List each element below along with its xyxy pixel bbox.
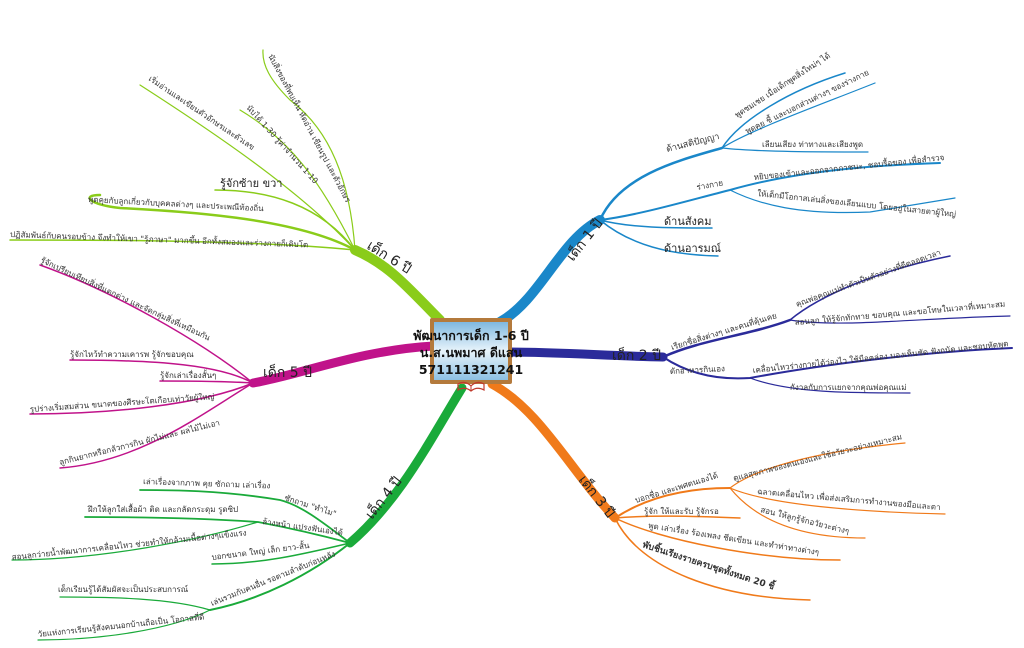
branch-line [39, 264, 254, 384]
main-branch-line [500, 347, 668, 362]
branch-line [84, 516, 351, 544]
branch-line [789, 255, 951, 321]
branch-line [749, 377, 911, 394]
age-3-label: เด็ก 3 ปี [575, 471, 619, 521]
branch-age-2 [500, 255, 1013, 394]
branch-line [37, 609, 211, 641]
leaf: หยิบของเข้าและออกจากภาชนะ, ชอบรื้อของ เพ… [753, 151, 945, 182]
node-body: ร่างกาย [696, 178, 724, 192]
node-emotion: ด้านอารมณ์ [664, 242, 721, 255]
leaf: เริ่มอ่านและเขียนตัวอักษรและตัวเลข [147, 73, 257, 152]
branch-line [614, 517, 841, 561]
main-branch-line [487, 379, 620, 523]
leaf: เลียนเสียง ท่าทางและเสียงพูด [762, 140, 863, 150]
leaf: ฉลาดเคลื่อนไหว เพื่อส่งเสริมการทำงานของม… [757, 485, 941, 512]
node-size: บอกขนาด ใหญ่ เล็ก ยาว-สั้น [211, 539, 311, 562]
branch-line [139, 84, 356, 251]
branch-line [614, 515, 741, 519]
leaf: สอนลูก ให้รู้จักทักทาย ขอบคุณ และขอโทษใน… [794, 298, 1005, 328]
branch-age-4 [11, 383, 467, 641]
leaf: คุณพ่อคุณแม่ทำตัวเป็นตัวอย่างที่ดีตลอดเว… [794, 246, 942, 309]
branch-line [721, 147, 869, 153]
branch-line [599, 219, 719, 257]
leaf: รู้จักไหว้ทำความเคารพ รู้จักขอบคุณ [70, 350, 194, 360]
branch-line [159, 380, 254, 384]
branch-line [29, 382, 254, 415]
branch-line [9, 239, 356, 251]
branch-line [721, 72, 846, 149]
branch-line [59, 596, 211, 611]
board-surface [434, 322, 508, 380]
node-gender: บอกชื่อ และเพศตนเองได้ [633, 469, 719, 505]
branch-line [729, 487, 946, 515]
node-social: ด้านสังคม [664, 215, 712, 228]
branch-line [614, 487, 731, 519]
leaf: ปฏิสัมพันธ์กับคนรอบข้าง จึงทำให้เขา "รู้… [10, 228, 309, 250]
branch-line [211, 542, 351, 565]
leaf: รู้จัก ให้และรับ รู้จักรอ [644, 507, 719, 517]
leaf: รู้จักเปรียบเทียบสิ่งที่แตกต่าง และจัดกล… [39, 254, 213, 344]
leaf: รู้จักซ้าย ขวา [220, 177, 282, 190]
leaf: กังวลกับการแยกจากคุณพ่อคุณแม่ [790, 383, 906, 392]
leaf: ดูแลสุขภาพของตนเองและใช้อวัยวะอย่างเหมาะ… [732, 432, 903, 484]
branch-line [729, 189, 956, 214]
branch-line [661, 318, 792, 359]
branch-line [662, 347, 1013, 380]
branch-line [59, 382, 254, 469]
branch-line [209, 542, 351, 611]
branch-age-5 [29, 264, 439, 469]
branch-line [599, 162, 941, 221]
node-wash: ล้างหน้า แปรงฟันเองได้ [262, 517, 344, 537]
branch-line [214, 189, 356, 251]
branch-age-1 [495, 72, 956, 327]
branch-line [614, 517, 811, 601]
center-author: น.ส.นพมาศ ดีแสน [420, 345, 523, 360]
center-title: พัฒนาการเด็ก 1-6 ปี [413, 328, 529, 343]
book-icon [457, 381, 485, 392]
leaf: ฝึกให้ลูกใส่เสื้อผ้า ติด และกลัดกระดุม ร… [87, 503, 238, 515]
main-branch-line [345, 383, 467, 548]
leaf: รูปร่างเริ่มสมส่วน ขนาดของศีรษะโตเกือบเท… [29, 390, 215, 415]
branch-line [69, 359, 254, 384]
branch-age-6 [9, 49, 445, 325]
age-5-label: เด็ก 5 ปี [263, 363, 312, 381]
branch-age-3 [487, 379, 946, 601]
age-2-label: เด็ก 2 ปี [612, 346, 661, 364]
leaf: เคลื่อนไหวร่างกายได้ว่องไว ใช้มือคล่อง ม… [752, 337, 1009, 376]
leaf: รู้จักเล่าเรื่องสั้นๆ [160, 369, 216, 381]
branch-line [599, 219, 713, 229]
leaf: วัยแห่งการเรียนรู้สังคมนอกบ้านถือเป็น โอ… [37, 611, 205, 640]
branch-line [729, 442, 906, 489]
branch-line [729, 487, 866, 539]
branch-line [598, 146, 724, 222]
node-naming: เรียกชื่อสิ่งต่างๆ และคนที่คุ้นเคย [669, 309, 777, 352]
branch-line [239, 109, 356, 251]
leaf: เด็กเรียนรู้ได้สัมผัสจะเป็นประสบการณ์ [58, 584, 189, 595]
leaf: ให้เด็กมีโอกาสเล่นสิ่งของเลียนแบบ โดยอยู… [757, 187, 957, 220]
branch-line [262, 49, 356, 251]
branch-line [88, 193, 357, 252]
branch-line [721, 82, 876, 149]
leaf: เล่าเรื่องจากภาพ คุย ซักถาม เล่าเรื่อง [143, 475, 271, 490]
leaf: ลูกกินยากหรือกลัวการกิน ผักไม่และ ผลไม้ไ… [58, 418, 221, 468]
main-branch-line [248, 341, 439, 388]
branch-line [139, 489, 351, 544]
center-student-id: 571111321241 [419, 362, 523, 377]
node-eating: ตักอาหารกินเอง [670, 364, 726, 376]
branch-line [11, 521, 259, 561]
center-node: พัฒนาการเด็ก 1-6 ปี น.ส.นพมาศ ดีแสน 5711… [413, 318, 529, 392]
main-branch-line [350, 245, 445, 325]
main-branch-line [495, 215, 605, 327]
branch-line [789, 315, 1011, 324]
